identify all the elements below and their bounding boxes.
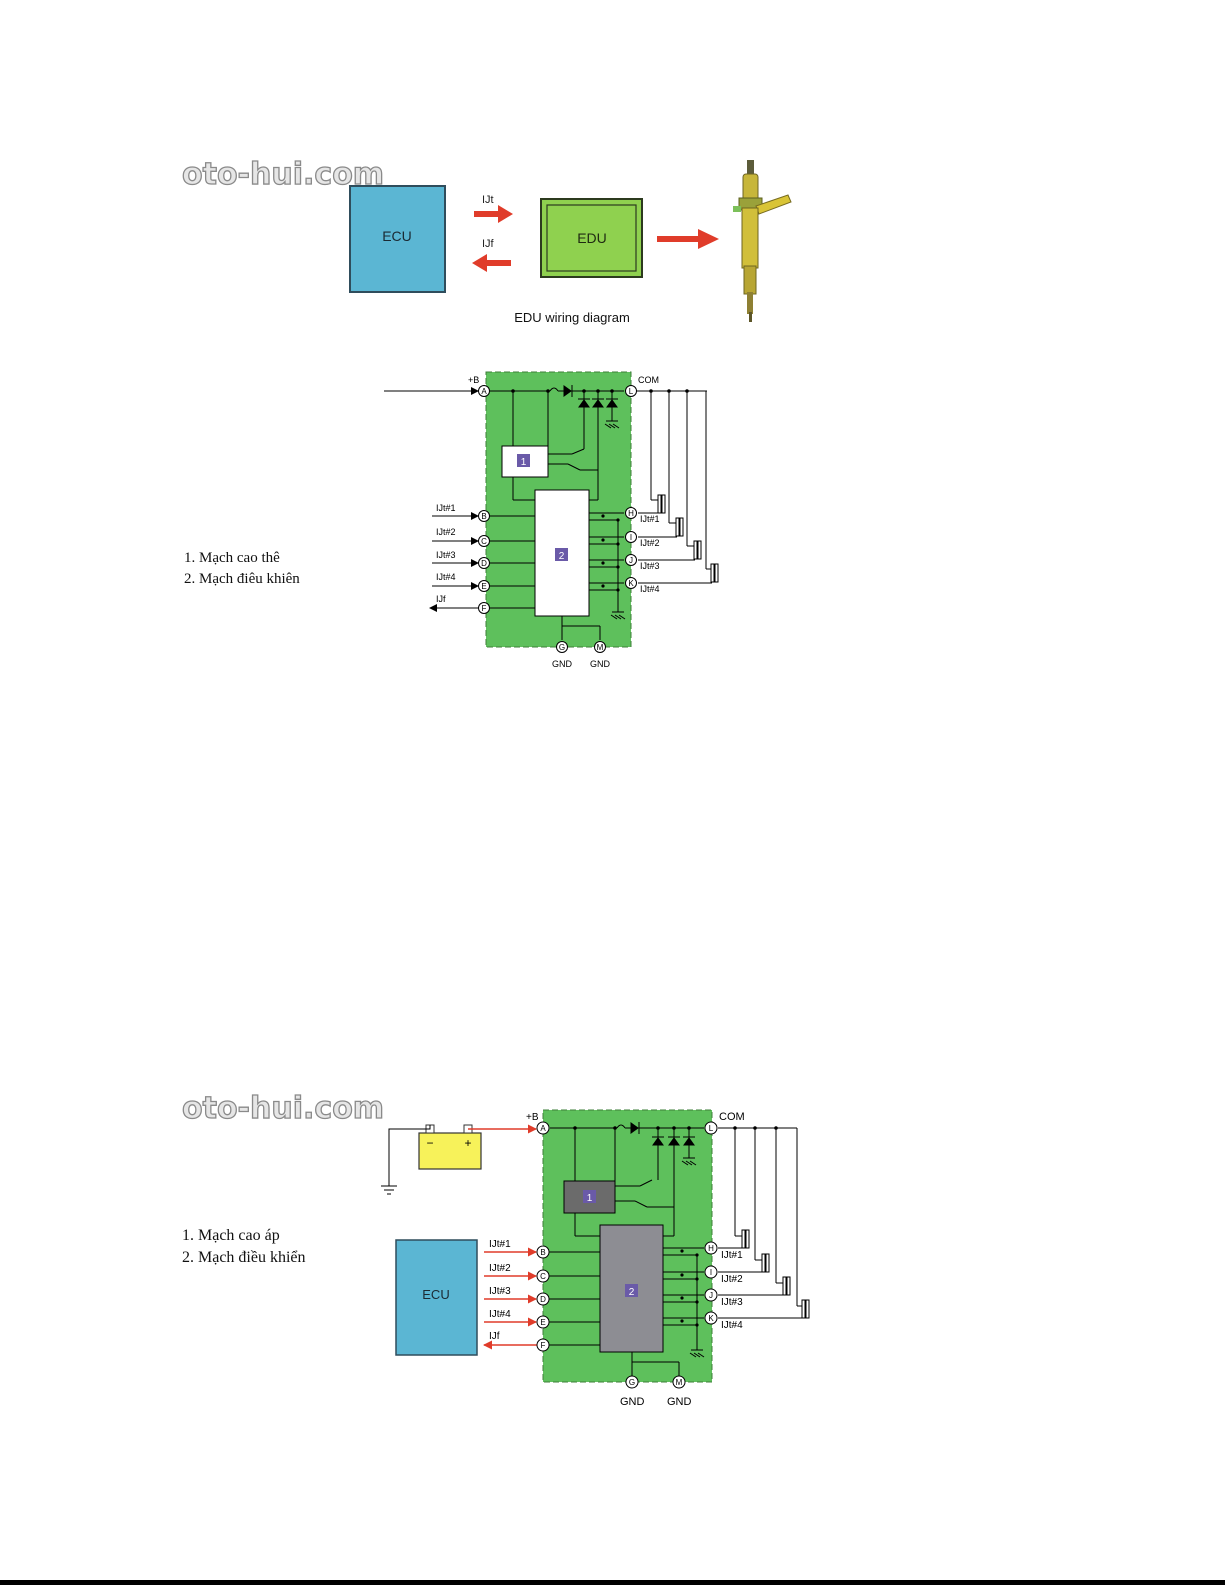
plus-b-label: +B	[526, 1112, 539, 1123]
pin-c: C	[481, 537, 487, 546]
pin-m: M	[597, 643, 604, 652]
wiring	[384, 387, 713, 640]
pin-i: I	[710, 1268, 712, 1277]
pin-l: L	[709, 1124, 714, 1133]
edu-circuit-2: oto-hui.com 1. Mạch cao áp 2. Mạch điều …	[181, 1090, 810, 1408]
output-label-3: IJt#3	[721, 1297, 743, 1308]
pin-a: A	[540, 1124, 546, 1133]
ijf-arrow	[472, 254, 511, 272]
pin-h: H	[708, 1244, 714, 1253]
diodes	[630, 1122, 695, 1146]
ijf-label: IJf	[482, 238, 495, 250]
ecu-label: ECU	[422, 1287, 449, 1302]
top-block-diagram: oto-hui.com ECU IJt IJf EDU EDU wiring d…	[181, 156, 792, 325]
legend-item-1: 1. Mạch cao áp	[182, 1227, 280, 1244]
output-label-4: IJt#4	[721, 1320, 743, 1331]
input-label-1: IJt#1	[436, 503, 456, 513]
pin-g: G	[629, 1378, 635, 1387]
pin-b: B	[540, 1248, 545, 1257]
watermark-bottom: oto-hui.com	[182, 1091, 384, 1126]
pin-m: M	[676, 1378, 683, 1387]
pin-g: G	[559, 643, 565, 652]
pin-j: J	[709, 1291, 713, 1300]
junction-dots	[511, 389, 689, 592]
pin-e: E	[481, 582, 486, 591]
plus-b-label: +B	[468, 375, 479, 385]
pin-h: H	[628, 509, 634, 518]
watermark-top: oto-hui.com	[182, 157, 384, 192]
input-label-4: IJt#4	[436, 572, 456, 582]
output-label-2: IJt#2	[721, 1274, 743, 1285]
page-bottom-rule	[0, 1580, 1225, 1585]
pin-d: D	[540, 1295, 546, 1304]
input-label-2: IJt#2	[489, 1263, 511, 1274]
input-label-4: IJt#4	[489, 1309, 511, 1320]
output-label-4: IJt#4	[640, 584, 660, 594]
injector-coils	[657, 494, 719, 583]
input-label-3: IJt#3	[436, 550, 456, 560]
box2-number: 2	[629, 1287, 635, 1298]
pin-f: F	[541, 1341, 546, 1350]
input-label-1: IJt#1	[489, 1239, 511, 1250]
edu-block-inner	[546, 204, 637, 272]
edu-block-outer	[540, 198, 643, 278]
junction-dots	[573, 1126, 778, 1327]
box2-number-badge	[625, 1284, 638, 1297]
gnd-label-1: GND	[620, 1396, 645, 1408]
battery-minus: −	[426, 1136, 433, 1150]
red-signal-wires	[468, 1124, 537, 1350]
legend-item-1: 1. Mạch cao thê	[184, 550, 280, 566]
output-label-1: IJt#1	[721, 1250, 743, 1261]
ecu-block	[349, 185, 446, 293]
legend-item-2: 2. Mạch điêu khiên	[184, 571, 300, 587]
pin-a: A	[481, 387, 487, 396]
com-label: COM	[638, 375, 659, 385]
box1-number-badge	[583, 1190, 596, 1203]
pin-circles	[536, 1121, 718, 1389]
pin-i: I	[630, 533, 632, 542]
pin-c: C	[540, 1272, 546, 1281]
pin-k: K	[708, 1314, 714, 1323]
pin-f: F	[482, 604, 487, 613]
input-label-2: IJt#2	[436, 527, 456, 537]
box2-number: 2	[559, 551, 565, 562]
output-label-1: IJt#1	[640, 514, 660, 524]
pin-b: B	[481, 512, 486, 521]
injector-coils	[741, 1229, 810, 1319]
output-label-3: IJt#3	[640, 561, 660, 571]
box1-number: 1	[521, 457, 527, 468]
ijt-label: IJt	[482, 194, 494, 206]
battery	[418, 1132, 482, 1170]
injector-image	[733, 160, 792, 322]
ijt-arrow	[474, 205, 513, 223]
gnd-label-2: GND	[590, 659, 611, 669]
edu-label: EDU	[577, 230, 607, 246]
com-label: COM	[719, 1111, 745, 1123]
box1-number: 1	[587, 1193, 593, 1204]
pin-k: K	[628, 579, 634, 588]
edu-to-injector-arrow	[657, 229, 719, 249]
pin-j: J	[629, 556, 633, 565]
gnd-label-2: GND	[667, 1396, 692, 1408]
output-label-2: IJt#2	[640, 538, 660, 548]
pin-l: L	[629, 387, 634, 396]
ecu-label: ECU	[382, 228, 412, 244]
input-label-3: IJt#3	[489, 1286, 511, 1297]
input-label-5: IJf	[436, 594, 446, 604]
pin-d: D	[481, 559, 487, 568]
pin-circles	[478, 385, 637, 653]
battery-plus: +	[464, 1136, 471, 1150]
diodes	[563, 385, 618, 408]
box1-number-badge	[517, 454, 530, 467]
gnd-label-1: GND	[552, 659, 573, 669]
diagram-caption: EDU wiring diagram	[514, 310, 630, 325]
input-label-5: IJf	[489, 1331, 500, 1342]
pin-e: E	[540, 1318, 545, 1327]
legend-item-2: 2. Mạch điều khiển	[182, 1249, 306, 1266]
box2-number-badge	[555, 548, 568, 561]
ecu-block	[395, 1239, 478, 1356]
edu-circuit-1: 1. Mạch cao thê 2. Mạch điêu khiên	[184, 371, 719, 669]
